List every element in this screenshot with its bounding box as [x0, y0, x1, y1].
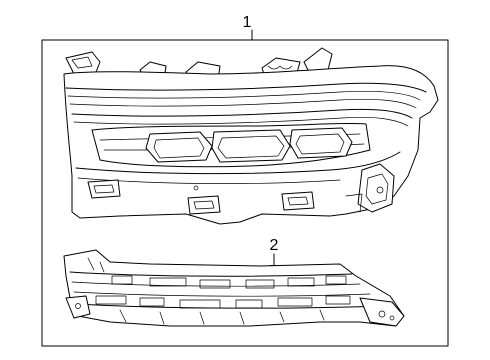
bracket-body	[63, 249, 405, 327]
callout-1-label: 1	[243, 14, 252, 31]
assembly-frame	[41, 39, 449, 347]
projector-module-right	[289, 127, 353, 159]
callout-2-label: 2	[270, 237, 279, 254]
bracket-mount-left	[65, 295, 91, 319]
mount-tab-left	[65, 51, 101, 75]
headlamp-assembly	[63, 47, 439, 225]
bottom-tab-center	[187, 195, 221, 215]
projector-module-center	[211, 129, 291, 163]
side-bracket-right	[357, 163, 395, 213]
bottom-tab-right	[281, 191, 315, 211]
bracket-mount-right	[359, 297, 405, 327]
vent-hole	[193, 185, 199, 191]
lower-bracket	[63, 249, 405, 327]
projector-module-left	[145, 131, 213, 163]
bottom-tab-left	[87, 179, 121, 199]
